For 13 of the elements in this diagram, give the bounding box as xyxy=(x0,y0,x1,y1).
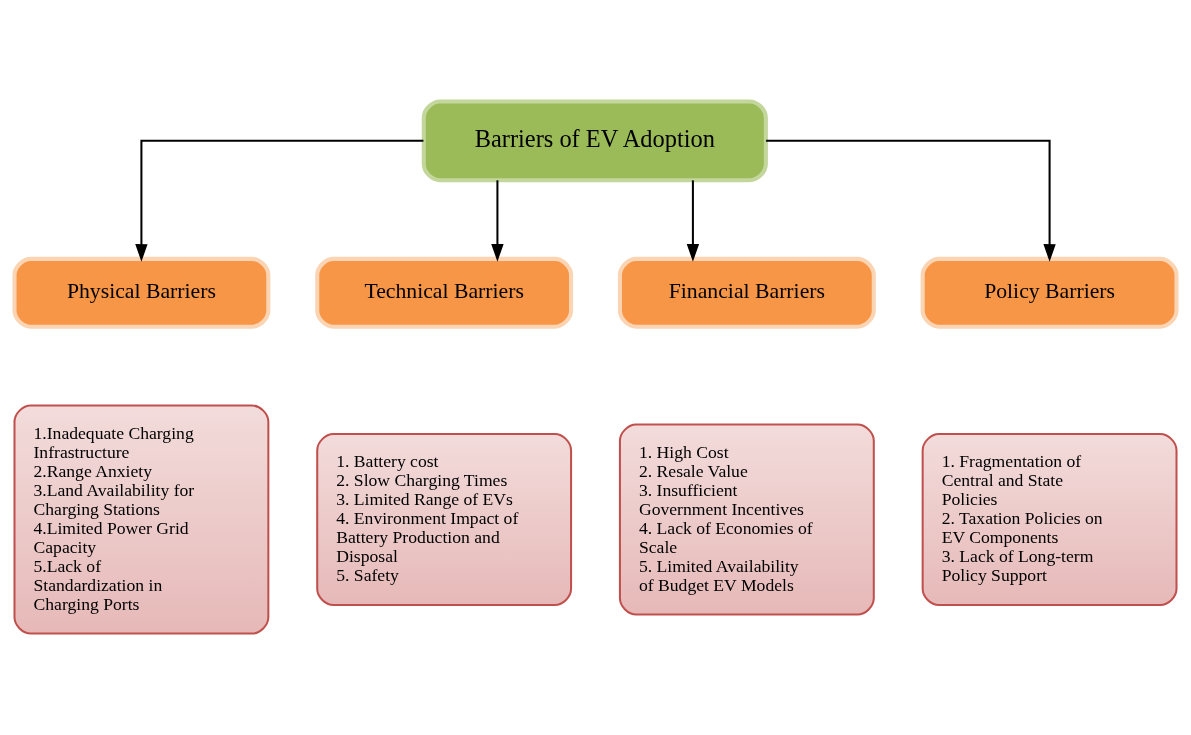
node-box: 1. Battery cost 2. Slow Charging Times 3. Limited Range of EVs 4. Environment Impact of Battery Production and Disposal 5. Safety xyxy=(316,433,573,607)
node-box: 1. Fragmentation of Central and State Policies 2. Taxation Policies on EV Components 3. Lack of Long-term Policy Support xyxy=(921,433,1178,607)
arrow xyxy=(686,180,700,262)
node-box: 1. High Cost 2. Resale Value 3. Insufficient Government Incentives 4. Lack of Economies of Scale 5. Limited Availability of Budget EV Models xyxy=(618,423,875,616)
arrow xyxy=(135,139,424,262)
node-box: Financial Barriers xyxy=(617,256,876,329)
node-box: Barriers of EV Adoption xyxy=(421,99,768,183)
node-box: Policy Barriers xyxy=(920,256,1179,329)
arrow xyxy=(766,139,1056,262)
arrow xyxy=(491,180,504,262)
node-box: Technical Barriers xyxy=(315,256,574,329)
node-box: Physical Barriers xyxy=(12,256,271,329)
node-box: 1.Inadequate Charging Infrastructure 2.Range Anxiety 3.Land Availability for Charging Stations 4.Limited Power Grid Capacity 5.Lack of Standardization in Charging Ports xyxy=(13,404,270,635)
